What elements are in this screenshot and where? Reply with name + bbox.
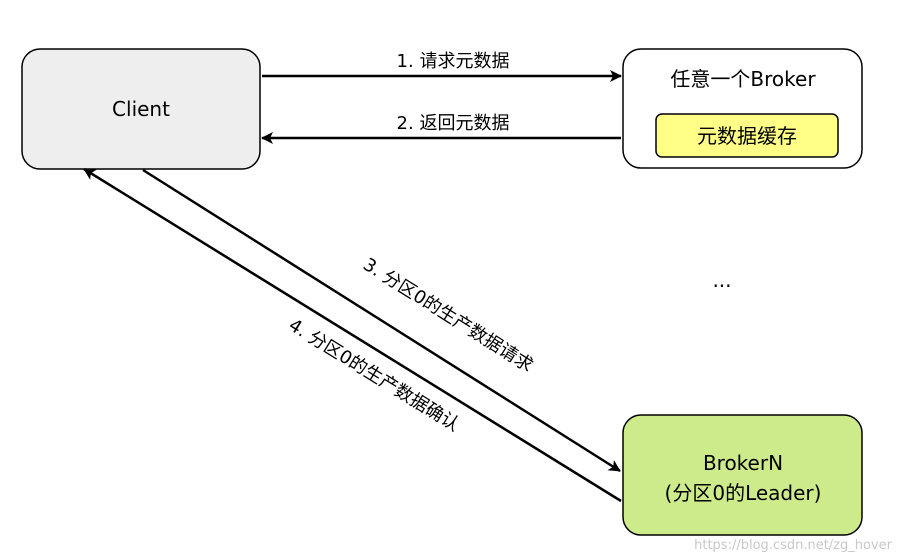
client-label: Client <box>112 97 170 121</box>
label-produce-request: 3. 分区0的生产数据请求 <box>359 254 536 376</box>
arrow-produce-request <box>142 168 621 473</box>
broker-n-role-label: (分区0的Leader) <box>665 481 822 505</box>
edge-return-metadata: 2. 返回元数据 <box>261 113 621 144</box>
label-return-metadata: 2. 返回元数据 <box>397 113 510 134</box>
label-produce-ack: 4. 分区0的生产数据确认 <box>285 315 463 436</box>
edge-request-metadata: 1. 请求元数据 <box>262 51 622 82</box>
label-request-metadata: 1. 请求元数据 <box>397 51 510 72</box>
edge-produce-request: 3. 分区0的生产数据请求 <box>142 168 621 473</box>
edge-produce-ack: 4. 分区0的生产数据确认 <box>83 167 622 503</box>
metadata-cache-box <box>655 113 839 158</box>
more-brokers-ellipsis: ... <box>712 268 731 292</box>
metadata-cache-label: 元数据缓存 <box>697 124 797 148</box>
broker-n-box <box>622 414 863 536</box>
any-broker-node[interactable]: 任意一个Broker 元数据缓存 <box>622 48 863 169</box>
broker-n-node[interactable]: BrokerN (分区0的Leader) <box>622 414 863 536</box>
any-broker-label: 任意一个Broker <box>670 67 816 91</box>
watermark: https://blog.csdn.net/zg_hover <box>694 538 893 553</box>
client-node[interactable]: Client <box>21 48 261 170</box>
arrow-produce-ack <box>83 167 622 503</box>
client-box <box>21 48 261 170</box>
broker-n-label: BrokerN <box>703 451 783 475</box>
